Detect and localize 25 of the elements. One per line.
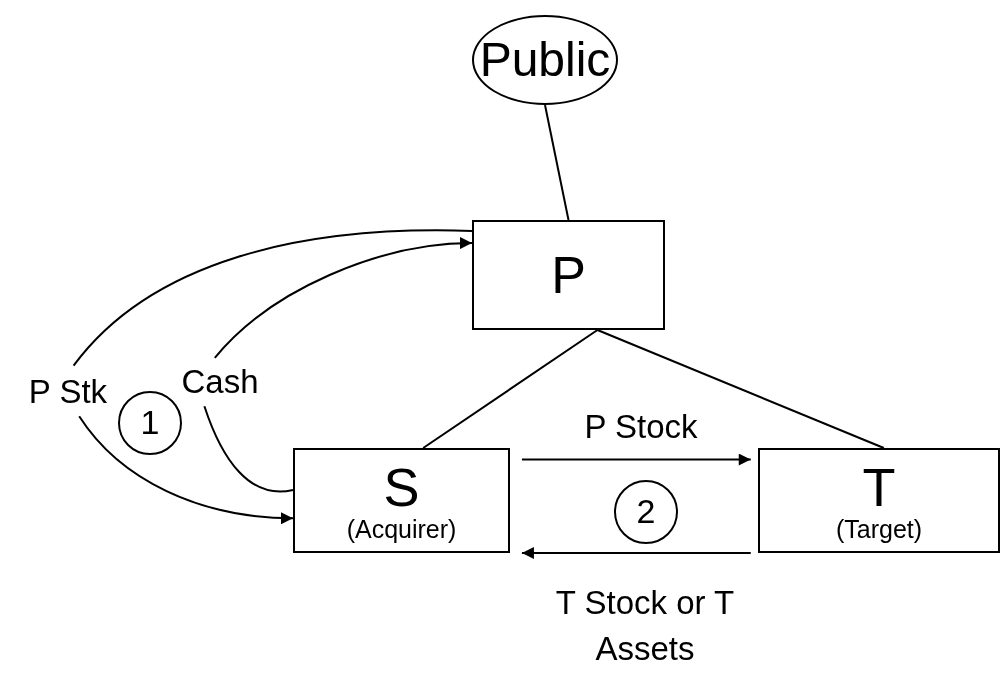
arrow [213,237,473,359]
entity-ellipse [472,15,618,105]
step-number: 2 [636,494,656,530]
entity-box [472,220,665,330]
arrow [78,415,294,524]
arrow [520,453,752,466]
flow-label: P Stk [28,374,108,410]
entity-box [293,448,510,553]
connector-line [72,229,473,367]
connector-line [544,104,570,221]
entity-name: Public [479,34,611,86]
entity-name: S [383,459,420,516]
connector-line [596,329,885,449]
step-number-circle [614,480,678,544]
connector-line [422,329,599,449]
connector-line [203,405,294,493]
entity-name: P [551,247,586,303]
flow-label: Cash [181,364,259,400]
step-number-circle [118,391,182,455]
entity-box [758,448,1000,553]
arrow [520,547,752,559]
entity-role: (Target) [835,515,923,542]
entity-name: T [862,459,896,516]
step-number: 1 [140,405,160,441]
entity-role: (Acquirer) [346,515,457,542]
